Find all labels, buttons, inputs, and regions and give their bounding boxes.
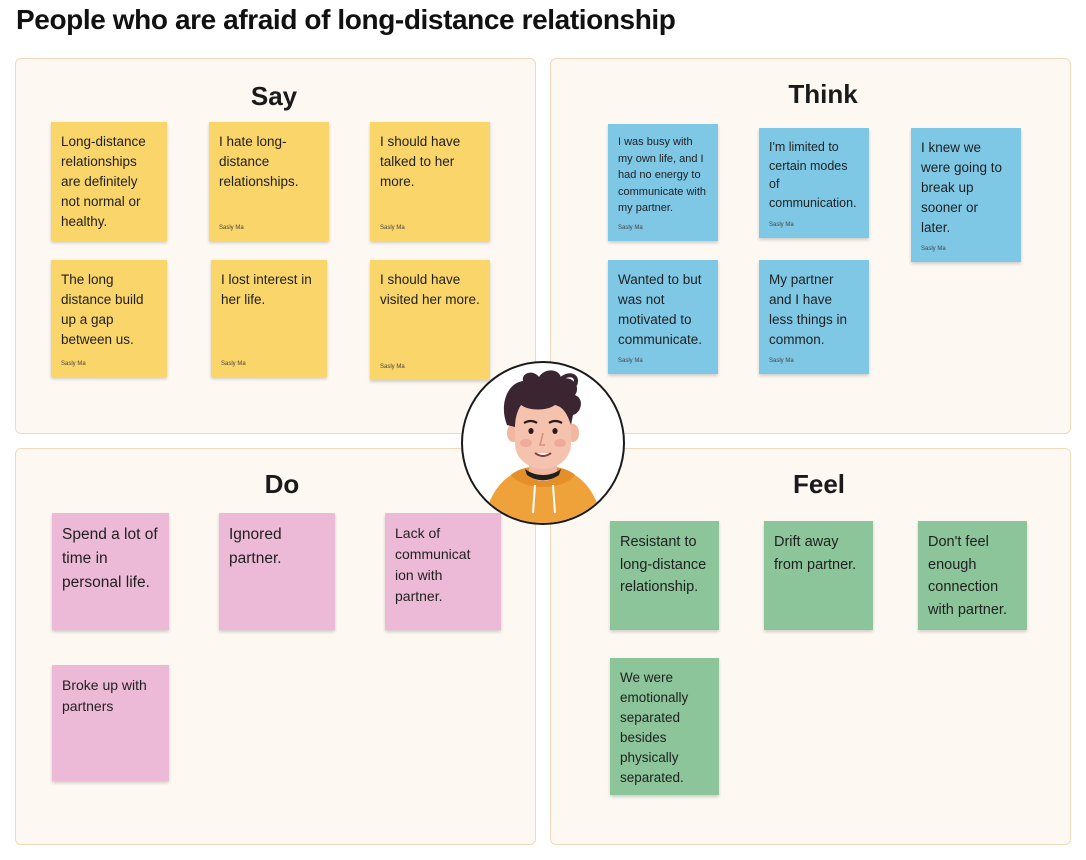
think-note-1[interactable]: I was busy with my own life, and I had n… bbox=[608, 124, 718, 241]
think-title: Think bbox=[788, 79, 858, 109]
say-note-5[interactable]: I lost interest in her life. Sasly Ma bbox=[211, 260, 327, 377]
do-note-2[interactable]: Ignored partner. bbox=[219, 513, 335, 630]
note-author: Sasly Ma bbox=[221, 361, 246, 367]
note-text: Spend a lot of time in personal life. bbox=[62, 526, 158, 591]
note-text: I was busy with my own life, and I had n… bbox=[618, 136, 707, 214]
note-author: Sasly Ma bbox=[769, 222, 794, 228]
note-text: I should have talked to her more. bbox=[380, 134, 461, 189]
note-text: Ignored partner. bbox=[229, 526, 282, 567]
say-note-4[interactable]: The long distance build up a gap between… bbox=[51, 260, 167, 377]
do-note-3[interactable]: Lack of communicat ion with partner. bbox=[385, 513, 501, 630]
think-quadrant: Think I was busy with my own life, and I… bbox=[550, 58, 1071, 434]
do-note-4[interactable]: Broke up with partners bbox=[52, 665, 169, 781]
note-text: Don't feel enough connection with partne… bbox=[928, 534, 1007, 618]
think-note-4[interactable]: Wanted to but was not motivated to commu… bbox=[608, 260, 718, 374]
note-text: I lost interest in her life. bbox=[221, 272, 312, 307]
feel-note-2[interactable]: Drift away from partner. bbox=[764, 521, 873, 630]
say-title: Say bbox=[250, 81, 298, 111]
think-note-5[interactable]: My partner and I have less things in com… bbox=[759, 260, 869, 374]
say-note-3[interactable]: I should have talked to her more. Sasly … bbox=[370, 122, 490, 241]
avatar bbox=[461, 361, 625, 525]
note-author: Sasly Ma bbox=[769, 358, 794, 364]
note-text: We were emotionally separated besides ph… bbox=[620, 670, 689, 785]
think-note-2[interactable]: I'm limited to certain modes of communic… bbox=[759, 128, 869, 238]
note-text: Drift away from partner. bbox=[774, 534, 857, 573]
note-text: Lack of communicat ion with partner. bbox=[395, 525, 471, 604]
note-text: Long-distance relationships are definite… bbox=[61, 134, 146, 229]
say-note-6[interactable]: I should have visited her more. Sasly Ma bbox=[370, 260, 490, 380]
note-text: I hate long-distance relationships. bbox=[219, 134, 299, 189]
do-note-1[interactable]: Spend a lot of time in personal life. bbox=[52, 513, 169, 630]
think-note-3[interactable]: I knew we were going to break up sooner … bbox=[911, 128, 1021, 262]
feel-note-3[interactable]: Don't feel enough connection with partne… bbox=[918, 521, 1027, 630]
note-author: Sasly Ma bbox=[61, 361, 86, 367]
note-author: Sasly Ma bbox=[219, 225, 244, 231]
feel-title: Feel bbox=[792, 469, 846, 499]
note-text: I'm limited to certain modes of communic… bbox=[769, 140, 857, 210]
note-text: I should have visited her more. bbox=[380, 272, 480, 307]
note-author: Sasly Ma bbox=[380, 364, 405, 370]
person-avatar-icon bbox=[483, 370, 603, 523]
note-author: Sasly Ma bbox=[618, 358, 643, 364]
note-author: Sasly Ma bbox=[921, 246, 946, 252]
feel-note-1[interactable]: Resistant to long-distance relationship. bbox=[610, 521, 719, 630]
say-note-1[interactable]: Long-distance relationships are definite… bbox=[51, 122, 167, 241]
note-text: Resistant to long-distance relationship. bbox=[620, 534, 707, 595]
do-quadrant: Do Spend a lot of time in personal life.… bbox=[15, 448, 536, 845]
say-note-2[interactable]: I hate long-distance relationships. Sasl… bbox=[209, 122, 329, 241]
note-text: I knew we were going to break up sooner … bbox=[921, 140, 1003, 235]
feel-note-4[interactable]: We were emotionally separated besides ph… bbox=[610, 658, 719, 795]
note-text: Broke up with partners bbox=[62, 677, 147, 714]
note-text: Wanted to but was not motivated to commu… bbox=[618, 272, 703, 347]
note-text: The long distance build up a gap between… bbox=[61, 272, 144, 347]
feel-quadrant: Feel Resistant to long-distance relation… bbox=[550, 448, 1071, 845]
note-author: Sasly Ma bbox=[380, 225, 405, 231]
page-title: People who are afraid of long-distance r… bbox=[16, 4, 676, 35]
note-text: My partner and I have less things in com… bbox=[769, 272, 848, 347]
note-author: Sasly Ma bbox=[618, 225, 643, 231]
do-title: Do bbox=[264, 469, 300, 499]
say-quadrant: Say Long-distance relationships are defi… bbox=[15, 58, 536, 434]
